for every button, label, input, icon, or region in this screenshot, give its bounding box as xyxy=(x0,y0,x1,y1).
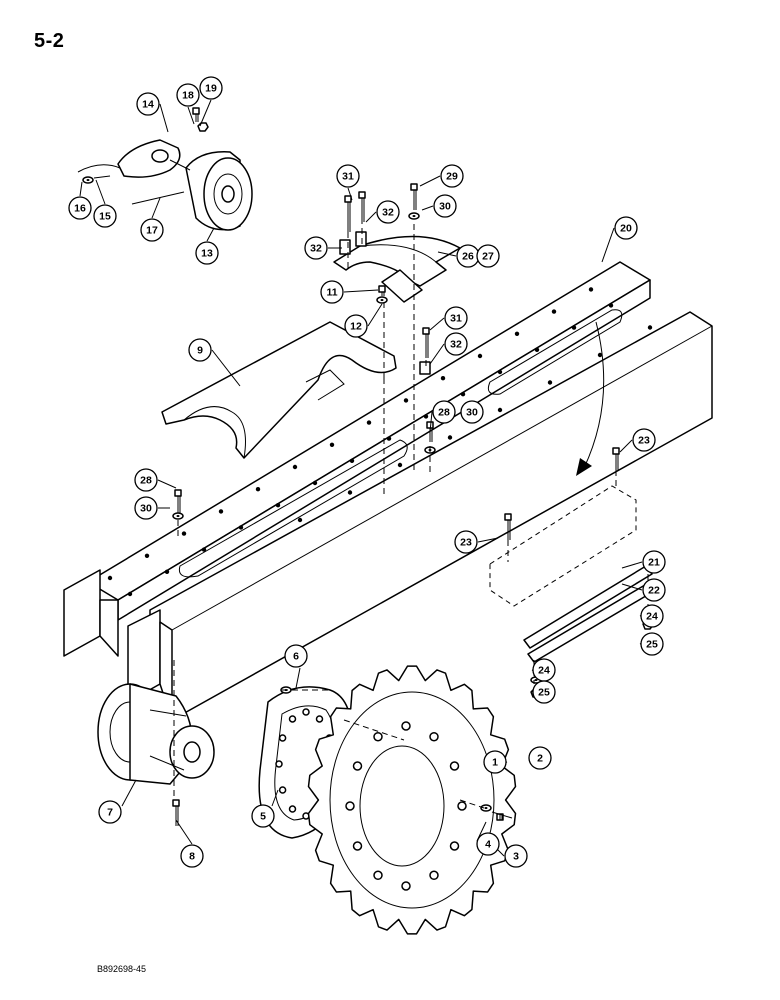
callout-c17: 17 xyxy=(140,218,164,242)
callout-c25b: 25 xyxy=(532,680,556,704)
callout-c30c: 30 xyxy=(460,400,484,424)
callout-c19: 19 xyxy=(199,76,223,100)
callout-label: 7 xyxy=(107,807,113,819)
callout-c20: 20 xyxy=(614,216,638,240)
callout-label: 13 xyxy=(201,248,213,260)
callout-label: 14 xyxy=(142,99,154,111)
callout-c30a: 30 xyxy=(134,496,158,520)
callout-label: 28 xyxy=(438,407,450,419)
callout-c28b: 28 xyxy=(432,400,456,424)
callout-c2: 2 xyxy=(528,746,552,770)
callout-label: 22 xyxy=(648,585,660,597)
carrier-roller xyxy=(77,139,253,231)
callout-label: 23 xyxy=(638,435,650,447)
callout-label: 25 xyxy=(646,639,658,651)
callout-label: 30 xyxy=(439,201,451,213)
callout-label: 3 xyxy=(513,851,519,863)
callout-c32c: 32 xyxy=(444,332,468,356)
callout-c23b: 23 xyxy=(454,530,478,554)
callout-label: 21 xyxy=(648,557,660,569)
callout-label: 20 xyxy=(620,223,632,235)
callout-label: 1 xyxy=(492,757,498,769)
callout-label: 9 xyxy=(197,345,203,357)
callout-c29: 29 xyxy=(440,164,464,188)
callout-label: 2 xyxy=(537,753,543,765)
callout-c21: 21 xyxy=(642,550,666,574)
callout-label: 15 xyxy=(99,211,111,223)
callout-label: 12 xyxy=(350,321,362,333)
sprocket xyxy=(307,665,517,935)
callout-label: 31 xyxy=(450,313,462,325)
track-guard xyxy=(161,321,397,459)
frame-pad-assembly xyxy=(489,485,657,663)
callout-c26: 26 xyxy=(456,244,480,268)
callout-label: 29 xyxy=(446,171,458,183)
guard-bracket xyxy=(333,235,461,303)
callout-c28a: 28 xyxy=(134,468,158,492)
callout-c3: 3 xyxy=(504,844,528,868)
callout-c31b: 31 xyxy=(444,306,468,330)
callout-label: 32 xyxy=(450,339,462,351)
callout-label: 24 xyxy=(538,665,550,677)
callout-label: 24 xyxy=(646,611,658,623)
callout-label: 19 xyxy=(205,83,217,95)
callout-c11: 11 xyxy=(320,280,344,304)
callout-label: 30 xyxy=(140,503,152,515)
callout-label: 18 xyxy=(182,90,194,102)
callout-c4: 4 xyxy=(476,832,500,856)
callout-c5: 5 xyxy=(251,804,275,828)
callout-label: 26 xyxy=(462,251,474,263)
callout-label: 25 xyxy=(538,687,550,699)
callout-label: 32 xyxy=(310,243,322,255)
callout-label: 32 xyxy=(382,207,394,219)
callout-label: 28 xyxy=(140,475,152,487)
track-frame xyxy=(63,261,713,721)
callout-c1: 1 xyxy=(483,750,507,774)
callout-c32a: 32 xyxy=(376,200,400,224)
callout-c32b: 32 xyxy=(304,236,328,260)
callout-c27: 27 xyxy=(476,244,500,268)
page-number: 5-2 xyxy=(34,30,65,52)
callout-c24a: 24 xyxy=(640,604,664,628)
drawing-code: B892698-45 xyxy=(97,964,147,974)
callout-c16: 16 xyxy=(68,196,92,220)
callout-c14: 14 xyxy=(136,92,160,116)
callout-label: 16 xyxy=(74,203,86,215)
callout-label: 23 xyxy=(460,537,472,549)
callout-label: 8 xyxy=(189,851,195,863)
callout-c24b: 24 xyxy=(532,658,556,682)
callout-label: 27 xyxy=(482,251,494,263)
callout-c6: 6 xyxy=(284,644,308,668)
callout-label: 11 xyxy=(326,287,337,299)
alignment-lines xyxy=(173,216,649,809)
callout-c15: 15 xyxy=(93,204,117,228)
callout-label: 17 xyxy=(146,225,158,237)
callout-c13: 13 xyxy=(195,241,219,265)
callout-c23a: 23 xyxy=(632,428,656,452)
callout-c31a: 31 xyxy=(336,164,360,188)
callout-c30b: 30 xyxy=(433,194,457,218)
callout-c12: 12 xyxy=(344,314,368,338)
callout-label: 4 xyxy=(485,839,491,851)
callout-label: 30 xyxy=(466,407,478,419)
callout-c9: 9 xyxy=(188,338,212,362)
track-roller xyxy=(97,683,215,785)
callout-c18: 18 xyxy=(176,83,200,107)
callout-label: 5 xyxy=(260,811,266,823)
callout-label: 6 xyxy=(293,651,299,663)
callout-c8: 8 xyxy=(180,844,204,868)
callout-label: 31 xyxy=(342,171,354,183)
callout-c25a: 25 xyxy=(640,632,664,656)
callout-c22: 22 xyxy=(642,578,666,602)
callout-c7: 7 xyxy=(98,800,122,824)
